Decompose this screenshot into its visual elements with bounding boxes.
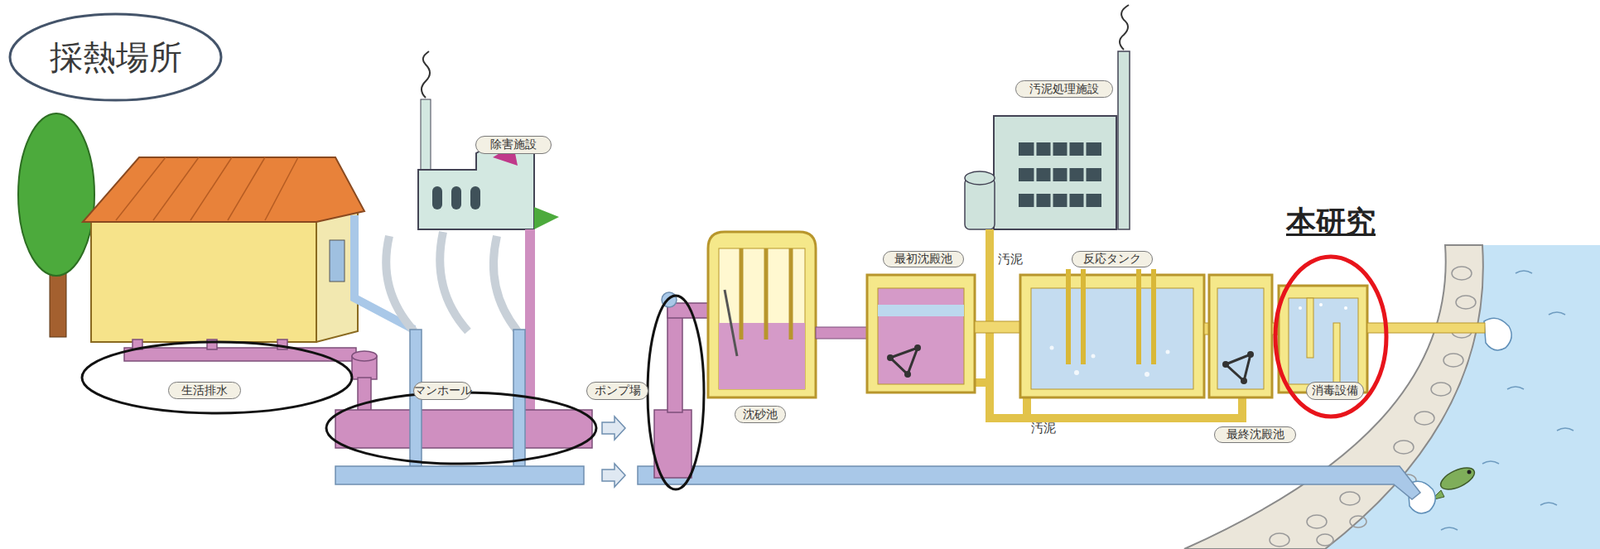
node-text: 消毒設備 <box>1306 382 1364 399</box>
facility-label: 最初沈殿池 <box>882 250 964 268</box>
node-outline <box>1275 256 1387 417</box>
node-text: 最初沈殿池 <box>883 251 964 266</box>
branch-sewers <box>385 231 518 332</box>
pump <box>654 303 711 478</box>
manhole-shafts <box>409 329 526 467</box>
node-text: 生活排水 <box>168 382 241 398</box>
node-text: 本研究 <box>1248 202 1413 243</box>
sludge-pipe <box>974 229 1243 419</box>
node-text: ポンプ場 <box>587 382 648 399</box>
bank-stones <box>1269 266 1476 547</box>
stone-bank <box>1184 245 1484 549</box>
grit-chamber <box>708 231 816 398</box>
sludge-label: 汚泥 <box>1031 420 1056 437</box>
heat-source-oval: 採熱場所 <box>8 12 223 102</box>
house <box>82 157 365 343</box>
facility-label: 消毒設備 <box>1306 381 1364 400</box>
study-target-oval: 本研究消毒設備 <box>1273 255 1388 419</box>
river-waves <box>1440 270 1574 531</box>
node-text: 最終沈殿池 <box>1214 427 1296 442</box>
fish <box>1431 463 1478 501</box>
node-text: マンホール <box>414 382 471 399</box>
facility-label: 除害施設 <box>475 135 552 155</box>
reaction-tank <box>1020 269 1205 398</box>
node-text: 除害施設 <box>476 136 551 153</box>
pipe <box>815 327 868 339</box>
facility-label: マンホール <box>413 381 472 400</box>
facility-label: 汚泥処理施設 <box>1015 80 1114 98</box>
tree-crown <box>18 113 95 276</box>
primary-clarifier <box>867 274 975 393</box>
flow-arrow <box>602 416 626 487</box>
facility-label: 生活排水 <box>168 381 241 400</box>
facility-label: ポンプ場 <box>586 381 649 400</box>
pipe <box>974 321 1021 333</box>
facility-label: 沈砂池 <box>734 405 786 424</box>
house-drain <box>124 339 377 413</box>
facility-label: 最終沈殿池 <box>1214 426 1297 444</box>
facility-label: 反応タンク <box>1071 250 1153 268</box>
node-text: 反応タンク <box>1072 251 1152 266</box>
disinfection-tank <box>1278 285 1368 393</box>
storm-pipe <box>335 466 584 485</box>
node-text: 採熱場所 <box>8 12 223 102</box>
node-text: 沈砂池 <box>735 406 786 422</box>
sludge-plant <box>964 4 1130 230</box>
final-clarifier <box>1209 274 1273 398</box>
factory <box>418 51 560 230</box>
outlet-splash <box>1407 318 1512 514</box>
sludge-label: 汚泥 <box>997 251 1023 268</box>
main-sewer <box>335 409 593 449</box>
factory-drain <box>525 229 535 410</box>
marker-ellipse <box>81 295 704 490</box>
node-text: 汚泥処理施設 <box>1016 81 1113 97</box>
storm-pipe <box>637 466 1421 500</box>
